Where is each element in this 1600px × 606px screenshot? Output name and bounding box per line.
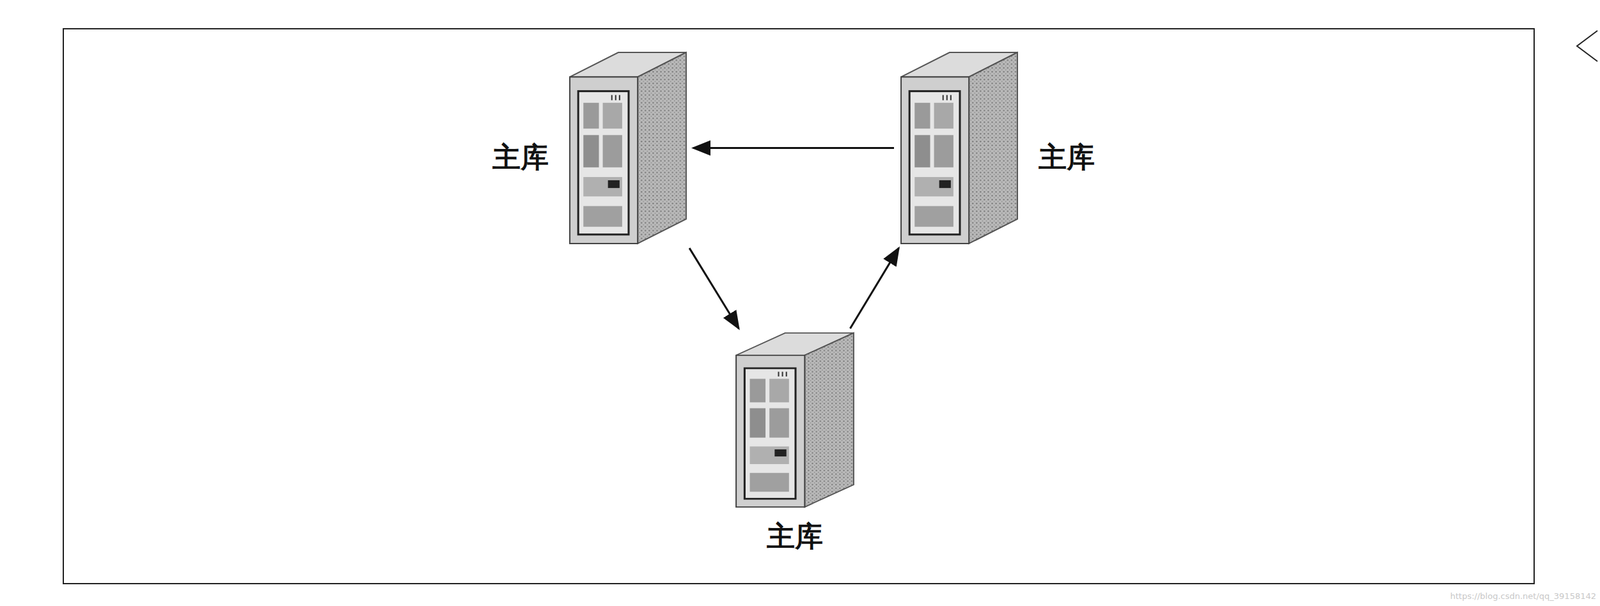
node-label: 主库 bbox=[1038, 140, 1095, 175]
replication-arrow bbox=[849, 248, 899, 329]
server-node: 主库 bbox=[732, 331, 857, 509]
replication-arrow bbox=[689, 248, 739, 329]
node-label: 主库 bbox=[492, 140, 549, 175]
node-label: 主库 bbox=[766, 519, 824, 554]
frame-rect bbox=[63, 28, 1535, 584]
server-icon bbox=[566, 51, 690, 245]
edge-mark bbox=[1576, 30, 1598, 62]
server-node: 主库 bbox=[566, 51, 690, 245]
server-icon bbox=[897, 51, 1021, 245]
watermark: https://blog.csdn.net/qq_39158142 bbox=[1450, 591, 1597, 602]
replication-arrow bbox=[693, 147, 895, 150]
server-icon bbox=[732, 331, 857, 509]
server-node: 主库 bbox=[897, 51, 1021, 245]
